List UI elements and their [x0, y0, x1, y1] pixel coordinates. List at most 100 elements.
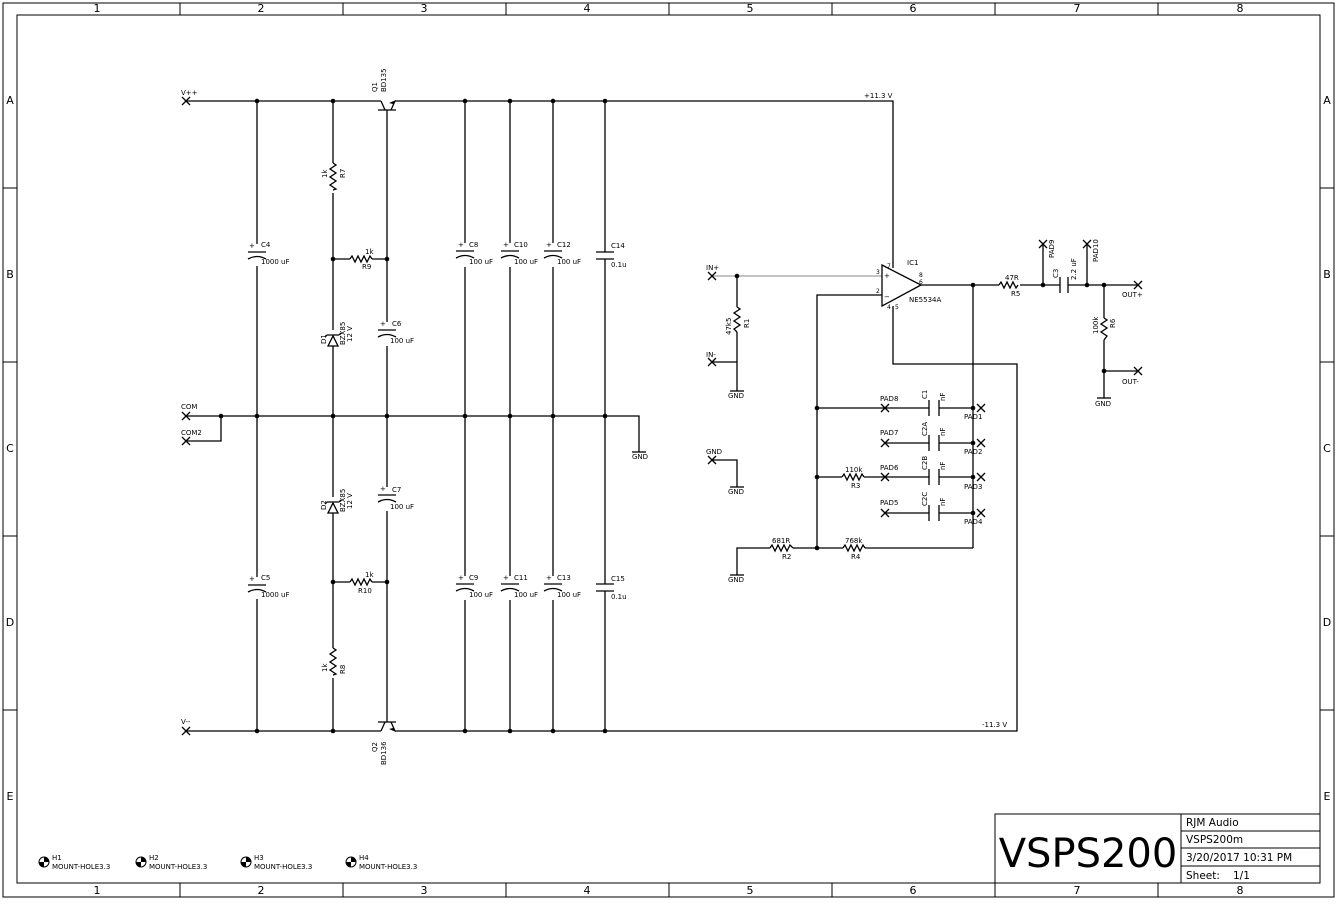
mount-hole-labels: H1 MOUNT-HOLE3.3 H2 MOUNT-HOLE3.3 H3 MOU…	[52, 854, 417, 871]
r1-ref: R1	[743, 319, 751, 328]
c1-value: nF	[939, 393, 947, 401]
net-com-label: COM	[181, 403, 197, 411]
resistors	[328, 162, 1109, 676]
net-out-p-label: OUT+	[1122, 291, 1143, 299]
h1-value: MOUNT-HOLE3.3	[52, 863, 110, 871]
net-in-p-label: IN+	[706, 264, 719, 272]
zener-diodes	[324, 332, 342, 514]
electrolytic-caps	[247, 250, 563, 593]
h1-ref: H1	[52, 854, 62, 862]
r9-ref: R9	[362, 263, 371, 271]
ic1-pin7: 7	[887, 263, 891, 270]
connector-markers	[181, 96, 1143, 736]
gnd-label-1: GND	[632, 453, 648, 461]
svg-text:−: −	[884, 293, 890, 301]
r7-ref: R7	[339, 169, 347, 178]
c4-value: 1000 uF	[261, 258, 290, 266]
r8-value: 1k	[321, 663, 329, 672]
c2b-value: nF	[939, 462, 947, 470]
zone-col-1-top: 1	[94, 2, 101, 15]
r6-ref: R6	[1109, 318, 1117, 328]
c2b-ref: C2B	[921, 456, 929, 470]
c11-ref: C11	[514, 574, 528, 582]
zone-col-7-top: 7	[1074, 2, 1081, 15]
c3-ref: C3	[1052, 269, 1060, 278]
zone-col-5-bottom: 5	[747, 884, 754, 897]
c4-ref: C4	[261, 241, 271, 249]
cap-plus-marks: ++ ++ ++ ++ ++	[249, 241, 552, 583]
ic1-pin8: 8	[919, 272, 923, 279]
ic1-pin4: 4	[887, 304, 891, 311]
net-vmm-label: V--	[181, 718, 191, 726]
net-neg-rail-label: -11.3 V	[982, 721, 1007, 729]
r5-value: 47R	[1005, 274, 1019, 282]
svg-text:+: +	[380, 485, 386, 493]
ic1-ref: IC1	[907, 259, 918, 267]
title-sheet-label: Sheet:	[1186, 870, 1220, 882]
c14-value: 0.1u	[611, 261, 627, 269]
q1-transistor	[378, 100, 396, 111]
gnd-label-3: GND	[728, 488, 744, 496]
signal-wires	[712, 244, 1138, 575]
q2-ref: Q2	[371, 742, 379, 752]
zone-row-c-right: C	[1323, 442, 1331, 455]
net-labels: V++ COM COM2 V-- +11.3 V -11.3 V GND GND…	[181, 89, 1143, 729]
pad-labels: PAD1 PAD2 PAD3 PAD4 PAD5 PAD6 PAD7 PAD8 …	[880, 239, 1100, 526]
ic1-pin3: 3	[876, 269, 880, 276]
svg-text:+: +	[503, 574, 509, 582]
gnd-label-2: GND	[728, 392, 744, 400]
q1-value: BD135	[380, 68, 388, 92]
d1-value: BZX85	[339, 322, 347, 345]
d2-ref: D2	[320, 500, 328, 510]
c13-ref: C13	[557, 574, 571, 582]
c15-value: 0.1u	[611, 593, 627, 601]
svg-text:+: +	[503, 241, 509, 249]
r8-ref: R8	[339, 665, 347, 674]
r1-value: 47k5	[725, 318, 733, 335]
net-vpp-label: V++	[181, 89, 198, 97]
svg-text:+: +	[546, 241, 552, 249]
c14-ref: C14	[611, 242, 625, 250]
d2-volt: 12 V	[346, 493, 354, 509]
c12-value: 100 uF	[557, 258, 581, 266]
c2c-ref: C2C	[921, 492, 929, 506]
zone-col-2-top: 2	[258, 2, 265, 15]
zone-col-3-bottom: 3	[421, 884, 428, 897]
zone-col-3-top: 3	[421, 2, 428, 15]
title-vsps200: VSPS200	[999, 831, 1178, 877]
c5-value: 1000 uF	[261, 591, 290, 599]
svg-text:+: +	[249, 242, 255, 250]
r10-value: 1k	[365, 571, 374, 579]
net-com2-label: COM2	[181, 429, 202, 437]
h4-value: MOUNT-HOLE3.3	[359, 863, 417, 871]
q2-transistor	[378, 721, 396, 732]
c2a-value: nF	[939, 428, 947, 436]
r6-value: 100k	[1092, 316, 1100, 334]
ic1-pin2: 2	[876, 288, 880, 295]
r2-value: 681R	[772, 537, 790, 545]
junction-dots	[218, 98, 1107, 734]
c2a-ref: C2A	[921, 422, 929, 436]
title-drawing: VSPS200m	[1186, 834, 1243, 846]
pad5-label: PAD5	[880, 499, 898, 507]
pad2-label: PAD2	[964, 448, 982, 456]
c9-ref: C9	[469, 574, 478, 582]
c3-value: 2.2 uF	[1070, 258, 1078, 280]
component-labels: Q1 BD135 Q2 BD136 1k R7 1k R8 1k R9 1k R…	[261, 68, 1117, 765]
gnd-label-4: GND	[728, 576, 744, 584]
zone-col-4-bottom: 4	[584, 884, 591, 897]
q2-value: BD136	[380, 741, 388, 765]
net-in-m-label: IN-	[706, 351, 716, 359]
r3-ref: R3	[851, 482, 860, 490]
pad10-label: PAD10	[1092, 239, 1100, 262]
c15-ref: C15	[611, 575, 625, 583]
h3-value: MOUNT-HOLE3.3	[254, 863, 312, 871]
ic1-pin6: 6	[919, 279, 923, 286]
gnd-symbols	[632, 390, 1111, 576]
gnd-label-5: GND	[1095, 400, 1111, 408]
zone-row-c-left: C	[6, 442, 14, 455]
ic1-opamp: + −	[881, 263, 923, 308]
